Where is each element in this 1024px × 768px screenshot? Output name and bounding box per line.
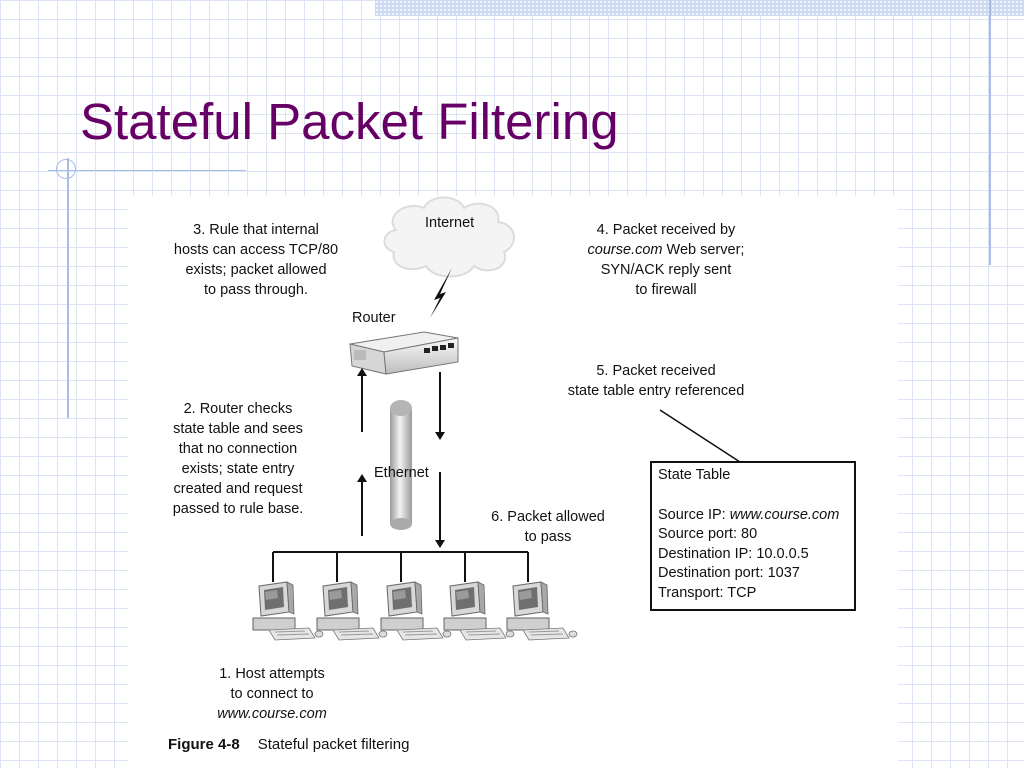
state-table-row: Source IP: www.course.com — [658, 506, 840, 523]
host-computer-icon — [316, 581, 388, 641]
slide-title: Stateful Packet Filtering — [80, 93, 619, 150]
step1-annotation: 1. Host attempts to connect to www.cours… — [217, 666, 327, 722]
step5-annotation: 5. Packet received state table entry ref… — [567, 363, 745, 399]
decorative-rule-right — [989, 0, 991, 265]
ethernet-cable-icon — [390, 400, 412, 530]
figure-panel: Internet Router Ethernet 3. Rule that in… — [128, 196, 898, 768]
decorative-rule-left — [67, 158, 69, 418]
host-computer-icon — [506, 581, 578, 641]
callout-line — [659, 409, 741, 463]
decorative-ring — [56, 159, 76, 179]
internet-cloud-icon — [383, 196, 515, 278]
host-computer-icon — [252, 581, 324, 641]
ethernet-label: Ethernet — [374, 465, 429, 481]
router-icon — [349, 331, 459, 375]
router-label: Router — [352, 310, 396, 326]
state-table-box: State Table Source IP: www.course.com So… — [650, 461, 856, 611]
title-underline-rule — [48, 170, 246, 171]
step6-annotation: 6. Packet allowed to pass — [491, 509, 605, 545]
step3-annotation: 3. Rule that internal hosts can access T… — [173, 222, 339, 298]
internet-label: Internet — [425, 215, 475, 231]
host-computer-icon — [380, 581, 452, 641]
state-table-heading: State Table — [658, 467, 731, 483]
step4-annotation: 4. Packet received by course.com Web ser… — [587, 222, 745, 298]
network-diagram — [252, 196, 741, 641]
state-table-row: Source port: 80 — [658, 526, 758, 542]
network-bus — [272, 551, 529, 582]
header-band — [375, 0, 1024, 16]
state-table-row: Transport: TCP — [658, 584, 757, 601]
state-table-row: Destination IP: 10.0.0.5 — [658, 545, 809, 562]
step2-annotation: 2. Router checks state table and sees th… — [172, 401, 304, 517]
state-table-row: Destination port: 1037 — [658, 565, 800, 581]
host-computer-icon — [443, 581, 515, 641]
